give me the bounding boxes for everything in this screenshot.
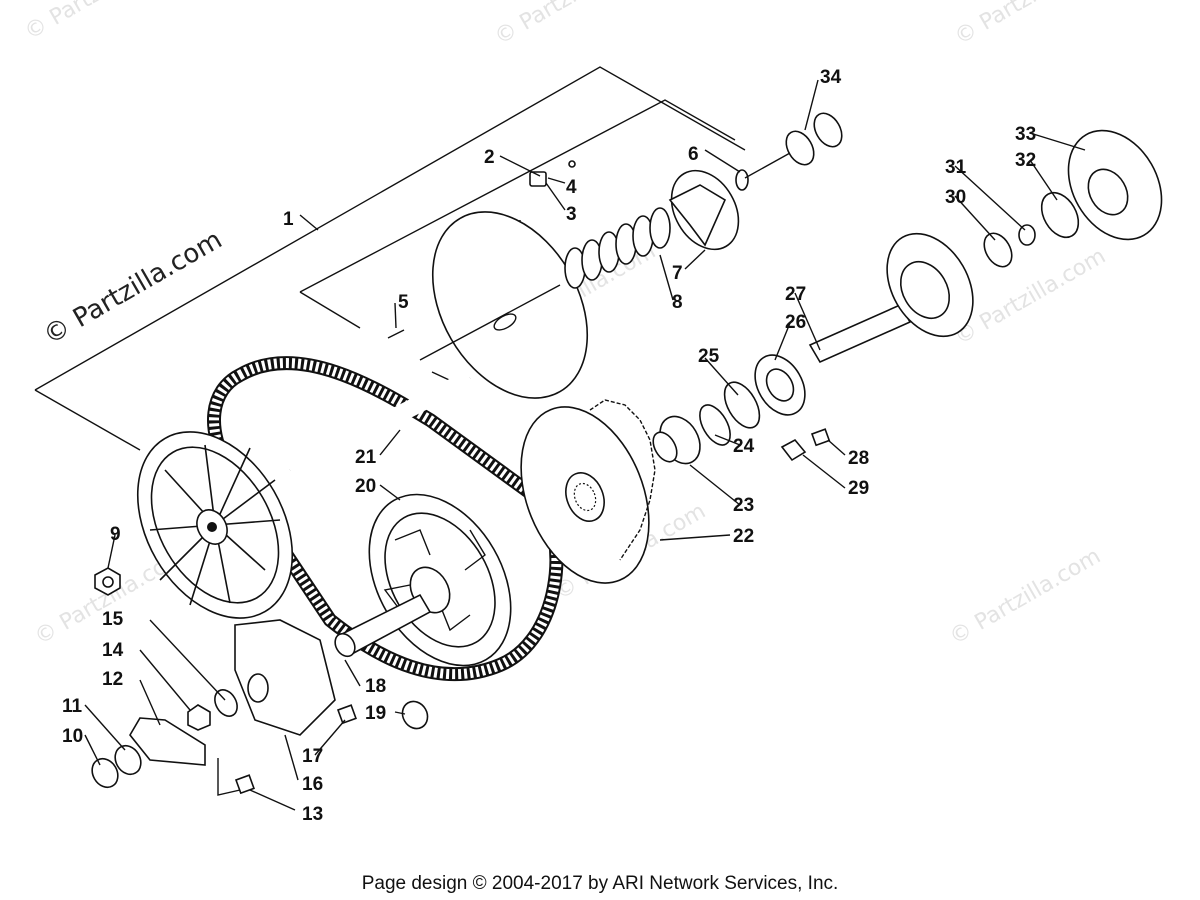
fixed-sheave [520, 399, 656, 584]
callout-10: 10 [62, 726, 83, 747]
bushing-and-bearing [652, 354, 806, 465]
roller-block [529, 171, 547, 187]
spring [564, 207, 671, 289]
callout-3: 3 [566, 204, 577, 225]
spider-cam [668, 169, 740, 251]
callout-27: 27 [785, 284, 806, 305]
callout-24: 24 [733, 436, 755, 457]
callout-19: 19 [365, 703, 386, 724]
driven-clutch-sheave [136, 370, 474, 619]
watermark-mid-right: © Partzilla.com [951, 244, 1111, 351]
callout-30: 30 [945, 187, 966, 208]
callout-14: 14 [102, 640, 124, 661]
nut [94, 567, 121, 596]
callout-13: 13 [302, 804, 323, 825]
callout-9: 9 [110, 524, 121, 545]
assembly-bracket [34, 66, 746, 451]
callout-32: 32 [1015, 150, 1036, 171]
callout-29: 29 [848, 478, 869, 499]
output-shaft [808, 232, 974, 364]
callout-labels: 1 2 3 4 5 6 7 8 9 10 11 12 13 14 15 16 1… [62, 67, 1036, 825]
one-way-clutch [1067, 129, 1163, 241]
bolt-and-washer [780, 428, 831, 462]
callout-8: 8 [672, 292, 683, 313]
watermark-top-center: © Partzilla.com [491, 0, 651, 50]
copyright-footer: Page design © 2004-2017 by ARI Network S… [362, 873, 839, 894]
callout-31: 31 [945, 157, 967, 178]
callout-28: 28 [848, 448, 869, 469]
callout-18: 18 [365, 676, 386, 697]
callout-26: 26 [785, 312, 806, 333]
shim-washers [744, 112, 843, 179]
pin [568, 160, 576, 168]
thrust-washers [983, 191, 1080, 268]
callout-7: 7 [672, 263, 683, 284]
snap-ring [735, 169, 749, 191]
callout-17: 17 [302, 746, 323, 767]
watermark-top-right: © Partzilla.com [951, 0, 1111, 50]
callout-12: 12 [102, 669, 123, 690]
movable-sheave-assembly [419, 169, 749, 399]
callout-25: 25 [698, 346, 720, 367]
crankshaft-shaft [334, 593, 432, 658]
callout-15: 15 [102, 609, 124, 630]
leader-lines [84, 79, 1086, 811]
callout-23: 23 [733, 495, 754, 516]
watermark-top-left: © Partzilla.com [21, 0, 181, 45]
callout-5: 5 [398, 292, 409, 313]
small-hardware [387, 160, 576, 339]
dowel-pin [387, 329, 405, 339]
callout-1: 1 [283, 209, 294, 230]
callout-6: 6 [688, 144, 699, 165]
lower-hardware [91, 619, 429, 796]
callout-20: 20 [355, 476, 376, 497]
watermark-lower-right: © Partzilla.com [946, 544, 1106, 651]
callout-16: 16 [302, 774, 323, 795]
callout-21: 21 [355, 447, 377, 468]
callout-22: 22 [733, 526, 754, 547]
callout-11: 11 [62, 696, 83, 717]
callout-2: 2 [484, 147, 495, 168]
callout-33: 33 [1015, 124, 1036, 145]
watermark-main: © Partzilla.com [39, 225, 228, 351]
callout-34: 34 [820, 67, 842, 88]
callout-4: 4 [566, 177, 577, 198]
